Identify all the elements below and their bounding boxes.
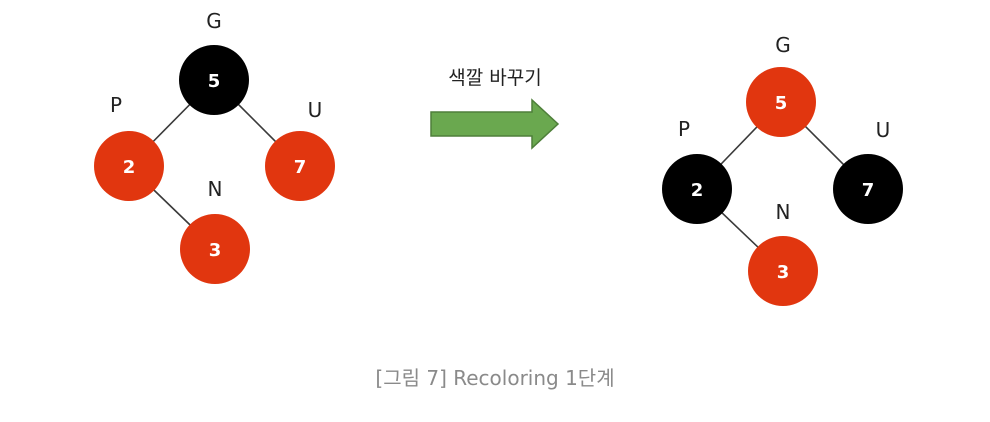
node-u-value: 7 xyxy=(862,180,875,201)
recolor-arrow: 색깔 바꾸기 xyxy=(430,67,560,150)
recoloring-diagram: 5 G 2 P 7 U 3 N 색깔 바꾸기 5 G 2 P 7 U 3 N xyxy=(94,9,903,306)
node-g-circle xyxy=(179,45,249,115)
node-g-value: 5 xyxy=(208,71,221,92)
node-g-label: G xyxy=(206,9,222,33)
node-u-circle xyxy=(833,154,903,224)
node-n-value: 3 xyxy=(777,262,790,283)
node-u-circle xyxy=(265,131,335,201)
node-p-circle xyxy=(662,154,732,224)
node-p-label: P xyxy=(678,117,690,141)
node-p-value: 2 xyxy=(691,180,704,201)
node-n-label: N xyxy=(208,177,223,201)
node-g-value: 5 xyxy=(775,93,788,114)
node-n-label: N xyxy=(776,200,791,224)
right-arrow-icon xyxy=(430,98,560,150)
tree-after: 5 G 2 P 7 U 3 N xyxy=(662,33,903,306)
node-u-label: U xyxy=(308,98,323,122)
tree-before: 5 G 2 P 7 U 3 N xyxy=(94,9,335,284)
node-u-value: 7 xyxy=(294,157,307,178)
node-p-value: 2 xyxy=(123,157,136,178)
node-g-label: G xyxy=(775,33,791,57)
node-p-label: P xyxy=(110,93,122,117)
figure-caption: [그림 7] Recoloring 1단계 xyxy=(375,366,615,390)
node-n-circle xyxy=(748,236,818,306)
arrow-label: 색깔 바꾸기 xyxy=(448,67,541,89)
node-n-value: 3 xyxy=(209,240,222,261)
node-n-circle xyxy=(180,214,250,284)
node-u-label: U xyxy=(876,118,891,142)
node-p-circle xyxy=(94,131,164,201)
node-g-circle xyxy=(746,67,816,137)
